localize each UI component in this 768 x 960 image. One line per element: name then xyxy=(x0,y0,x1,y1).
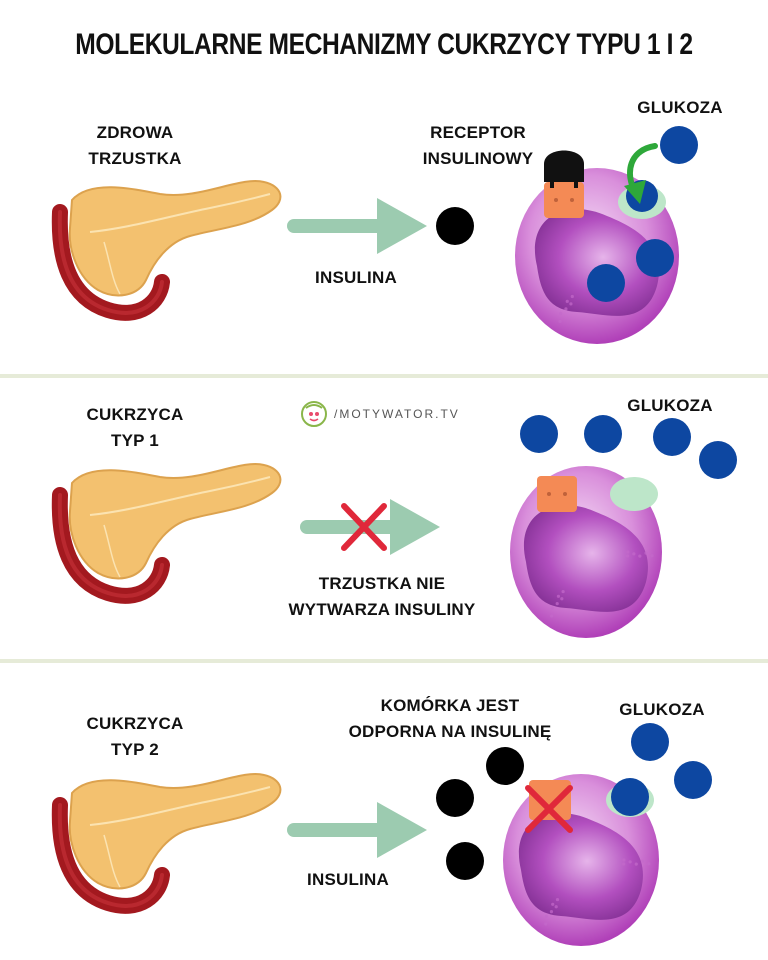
arrow-shaft-3 xyxy=(287,823,387,837)
motywator-logo-icon xyxy=(301,401,327,427)
arrow-head-1 xyxy=(377,198,427,254)
arrow-3 xyxy=(287,802,427,858)
insulin-arrow-label-line1: INSULINA xyxy=(315,268,397,287)
type1-pancreas-label-line1: CUKRZYCA xyxy=(86,405,184,424)
insulin-t2-3 xyxy=(446,842,484,880)
receptor-label-line2: INSULINOWY xyxy=(422,149,534,168)
pancreas-body-3 xyxy=(68,773,282,890)
page-title: MOLEKULARNE MECHANIZMY CUKRZYCY TYPU 1 I… xyxy=(75,28,693,61)
type1-arrow-label-line2: WYTWARZA INSULINY xyxy=(288,600,476,619)
receptor-blocked-cross-icon xyxy=(525,785,573,833)
insulin-receptor-empty xyxy=(537,476,577,512)
arrow-head-2 xyxy=(390,499,440,555)
cell-nucleus-3 xyxy=(518,813,643,920)
type2-glucose-label: GLUKOZA xyxy=(619,700,705,719)
insulin-arrow-label: INSULINA xyxy=(296,265,416,291)
glucose-molecule-2 xyxy=(636,239,674,277)
watermark-text: /MOTYWATOR.TV xyxy=(334,407,460,421)
insulin-t2-2 xyxy=(436,779,474,817)
receptor-label-line1: RECEPTOR xyxy=(430,123,526,142)
divider-2 xyxy=(0,659,768,663)
resistant-receptor xyxy=(529,780,571,820)
pancreatic-duct-3 xyxy=(89,786,271,826)
arrow-1 xyxy=(287,198,427,254)
watermark: /MOTYWATOR.TV xyxy=(300,400,460,428)
insulin-molecule xyxy=(436,207,474,245)
healthy-glucose-label: GLUKOZA xyxy=(637,98,723,117)
insulin-t2-1 xyxy=(486,747,524,785)
type1-glucose-label: GLUKOZA xyxy=(627,396,713,415)
divider-1 xyxy=(0,374,768,378)
pancreatic-duct-2 xyxy=(89,476,271,516)
resistant-cell-label: KOMÓRKA JEST ODPORNA NA INSULINĘ xyxy=(340,693,560,745)
cell-nucleus-1 xyxy=(534,209,659,316)
arrow-shaft-2 xyxy=(300,520,400,534)
no-insulin-cross-icon xyxy=(341,503,387,551)
type2-arrow-label-line1: INSULINA xyxy=(307,870,389,889)
healthy-pancreas-label-line2: TRZUSTKA xyxy=(88,149,182,168)
cell-nucleus-2 xyxy=(523,505,648,612)
glucose-t1-4 xyxy=(699,441,737,479)
type1-pancreas-label-line2: TYP 1 xyxy=(111,431,159,450)
glucose-molecule-3 xyxy=(587,264,625,302)
receptor-label: RECEPTOR INSULINOWY xyxy=(398,120,558,172)
type2-pancreas-label: CUKRZYCA TYP 2 xyxy=(60,711,210,763)
arrow-shaft-1 xyxy=(287,219,387,233)
glucose-t1-3 xyxy=(653,418,691,456)
glucose-molecule-1 xyxy=(660,126,698,164)
type2-pancreas-label-line1: CUKRZYCA xyxy=(86,714,184,733)
pancreas-2 xyxy=(51,463,282,604)
glucose-t2-2 xyxy=(674,761,712,799)
pancreas-1 xyxy=(51,180,282,321)
type1-arrow-label: TRZUSTKA NIE WYTWARZA INSULINY xyxy=(262,571,502,623)
pancreas-3 xyxy=(51,773,282,914)
resistant-cell-label-line2: ODPORNA NA INSULINĘ xyxy=(348,722,552,741)
glucose-t1-2 xyxy=(584,415,622,453)
type1-arrow-label-line1: TRZUSTKA NIE xyxy=(318,574,446,593)
glucose-transporter-closed xyxy=(610,477,658,511)
arrow-2 xyxy=(300,499,440,555)
type1-pancreas-label: CUKRZYCA TYP 1 xyxy=(60,402,210,454)
healthy-pancreas-label: ZDROWA TRZUSTKA xyxy=(60,120,210,172)
insulin-receptor xyxy=(544,182,584,218)
pancreas-body-1 xyxy=(68,180,282,297)
resistant-cell-label-line1: KOMÓRKA JEST xyxy=(380,696,520,715)
green-arrow-head-icon xyxy=(624,180,646,204)
type2-pancreas-label-line2: TYP 2 xyxy=(111,740,159,759)
arrow-head-3 xyxy=(377,802,427,858)
glucose-t2-3 xyxy=(611,778,649,816)
glucose-t2-1 xyxy=(631,723,669,761)
type2-arrow-label: INSULINA xyxy=(288,867,408,893)
pancreatic-duct-1 xyxy=(89,193,271,233)
pancreas-body-2 xyxy=(68,463,282,580)
healthy-pancreas-label-line1: ZDROWA xyxy=(96,123,174,142)
glucose-t1-1 xyxy=(520,415,558,453)
cell-3 xyxy=(503,774,659,946)
